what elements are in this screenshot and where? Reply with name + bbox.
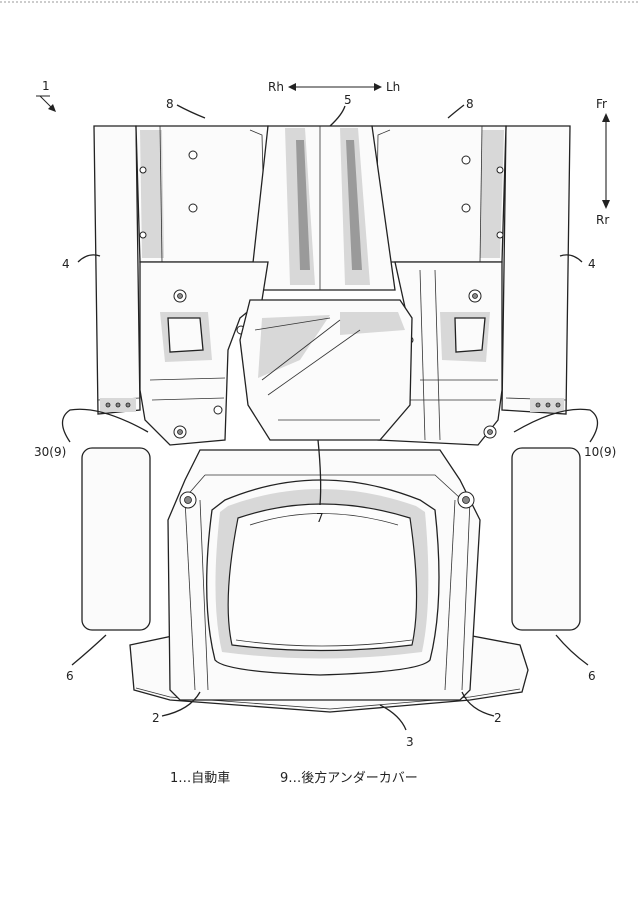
legend-item-1: 1…自動車 bbox=[170, 771, 230, 786]
direction-rh-label: Rh bbox=[268, 80, 284, 94]
legend-item-9: 9…後方アンダーカバー bbox=[280, 770, 418, 786]
label-7: 7 bbox=[316, 511, 324, 525]
direction-arrow-longitudinal bbox=[602, 113, 610, 209]
side-sill-right bbox=[501, 125, 571, 415]
center-tunnel bbox=[249, 125, 396, 291]
label-6-right: 6 bbox=[588, 669, 596, 683]
label-8-left: 8 bbox=[166, 97, 174, 111]
spare-tire-pan bbox=[206, 479, 440, 676]
direction-lh-label: Lh bbox=[386, 80, 400, 94]
label-4-left: 4 bbox=[62, 257, 70, 271]
label-5: 5 bbox=[344, 93, 352, 107]
direction-arrow-lateral bbox=[288, 83, 382, 91]
label-2-right: 2 bbox=[494, 711, 502, 725]
reference-arrow bbox=[36, 95, 56, 112]
rear-under-cover-left bbox=[139, 261, 269, 446]
ref-main-label: 1 bbox=[42, 79, 50, 93]
label-6-left: 6 bbox=[66, 669, 74, 683]
label-2-left: 2 bbox=[152, 711, 160, 725]
label-3: 3 bbox=[406, 735, 414, 749]
direction-rr-label: Rr bbox=[596, 213, 609, 227]
direction-fr-label: Fr bbox=[596, 97, 607, 111]
label-10-9: 10(9) bbox=[584, 445, 616, 459]
leader-lines bbox=[61, 104, 599, 731]
label-4-right: 4 bbox=[588, 257, 596, 271]
side-sill-left bbox=[93, 125, 141, 415]
rear-tire-right bbox=[511, 447, 581, 631]
center-component bbox=[239, 299, 413, 441]
label-8-right: 8 bbox=[466, 97, 474, 111]
rear-tire-left bbox=[81, 447, 151, 631]
floor-cover-right bbox=[371, 125, 507, 263]
floor-cover-left bbox=[135, 125, 269, 263]
mount-brackets bbox=[179, 491, 475, 509]
label-30-9: 30(9) bbox=[34, 445, 66, 459]
